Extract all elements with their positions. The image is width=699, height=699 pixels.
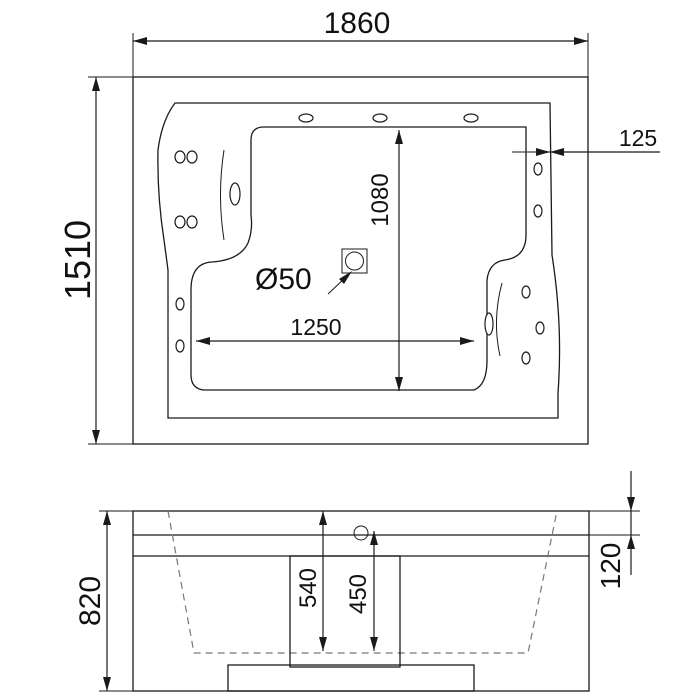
drain <box>327 248 368 295</box>
left-backrest-recess <box>220 149 225 241</box>
overall-depth-label: 1510 <box>57 220 98 300</box>
jet <box>463 113 479 123</box>
dim-height: 820 <box>74 510 133 692</box>
dim-rim-width: 125 <box>512 125 660 156</box>
left-backrest-pillow <box>229 182 241 206</box>
side-view: 540 450 820 120 <box>74 471 640 692</box>
jet <box>174 215 186 229</box>
jet <box>372 113 388 123</box>
dim-inner-width: 1250 <box>196 314 474 345</box>
hydromassage-jets <box>174 113 545 365</box>
inner-height-b-label: 450 <box>345 574 372 614</box>
dim-inner-height-b: 450 <box>345 531 378 651</box>
inner-depth-label: 1080 <box>367 173 394 226</box>
jet <box>298 113 314 123</box>
hidden-basin-outline <box>167 510 558 654</box>
jet <box>175 339 185 353</box>
jet <box>174 150 186 164</box>
base-plinth <box>227 664 475 692</box>
dim-inner-height-a: 540 <box>295 511 327 651</box>
right-backrest-pillow <box>484 312 494 336</box>
drain-diameter-label: Ø50 <box>255 263 312 296</box>
tub-outer-outline <box>132 76 589 445</box>
jet <box>186 215 198 229</box>
jet <box>521 351 531 365</box>
drain-hole <box>345 251 364 271</box>
top-view: 1860 1510 1080 1250 125 Ø50 <box>57 7 660 445</box>
drain-frame <box>341 248 368 274</box>
jet <box>186 150 198 164</box>
overflow-fitting <box>353 525 369 541</box>
dim-overall-width: 1860 <box>132 7 589 77</box>
overall-width-label: 1860 <box>324 7 391 40</box>
jet <box>175 297 185 311</box>
inner-height-a-label: 540 <box>295 568 322 608</box>
jet <box>533 204 543 218</box>
height-label: 820 <box>74 576 107 626</box>
rim-width-label: 125 <box>619 125 657 151</box>
right-backrest-recess <box>495 282 503 357</box>
jet <box>533 162 543 176</box>
drain-leader-arrow <box>339 271 352 284</box>
support-block <box>289 555 401 668</box>
inner-width-label: 1250 <box>290 314 341 340</box>
tub-basin-outline <box>190 126 527 391</box>
dim-inner-depth: 1080 <box>367 130 403 391</box>
jet <box>521 285 531 299</box>
rim-height-label: 120 <box>595 543 626 590</box>
dim-overall-depth: 1510 <box>57 76 133 445</box>
dim-rim-height: 120 <box>589 471 640 589</box>
jet <box>535 321 545 335</box>
tub-shell-outline <box>157 102 561 419</box>
